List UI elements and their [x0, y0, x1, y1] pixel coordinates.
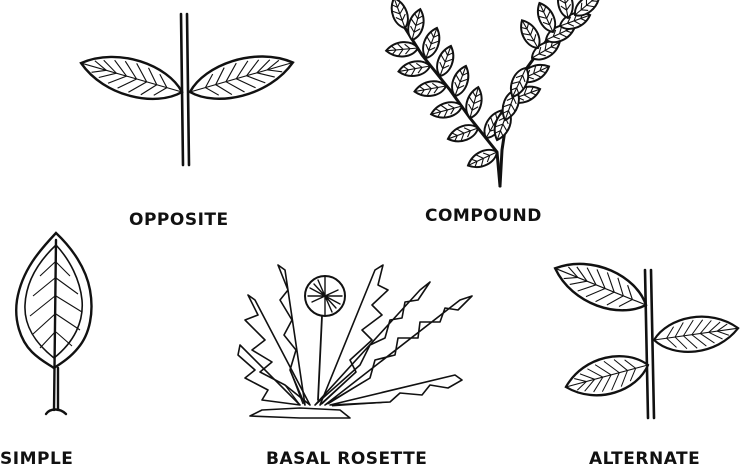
basal-rosette-illustration — [238, 265, 472, 418]
opposite-leaves-illustration — [76, 14, 298, 165]
label-simple: SIMPLE — [0, 449, 73, 469]
compound-leaves-illustration — [386, 0, 605, 186]
label-alternate: ALTERNATE — [589, 449, 700, 469]
label-opposite: OPPOSITE — [129, 210, 229, 230]
label-basal-rosette: BASAL ROSETTE — [266, 449, 427, 469]
label-compound: COMPOUND — [425, 206, 542, 226]
alternate-leaves-illustration — [548, 251, 741, 418]
simple-leaf-illustration — [16, 233, 91, 414]
